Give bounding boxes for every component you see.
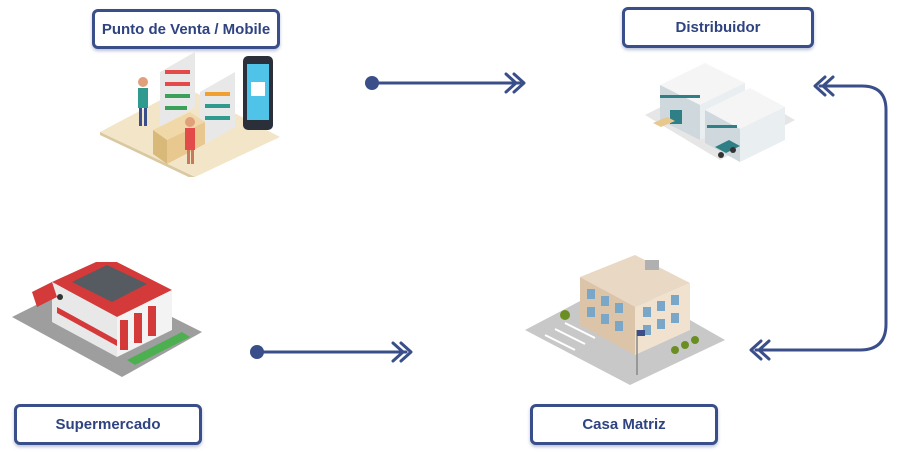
warehouse-illustration [645, 63, 795, 162]
label-supermercado: Supermercado [14, 404, 202, 445]
label-distribuidor: Distribuidor [622, 7, 814, 48]
label-casa-matriz: Casa Matriz [530, 404, 718, 445]
supermarket-illustration [12, 262, 202, 377]
arrow-supermercado-to-casa-matriz [250, 341, 413, 363]
arrow-pos-to-distribuidor [365, 72, 526, 94]
arrow-bidirectional-distribuidor-casa-matriz [749, 75, 888, 361]
label-punto-de-venta: Punto de Venta / Mobile [92, 9, 280, 49]
headquarters-illustration [525, 255, 725, 385]
store-mobile-illustration [100, 52, 280, 177]
